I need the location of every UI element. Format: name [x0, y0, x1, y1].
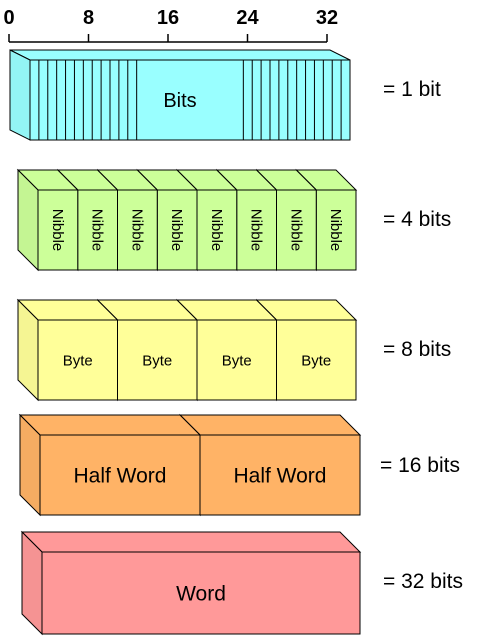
block-label-nibble: Nibble [208, 209, 225, 252]
block-label-byte: Byte [63, 352, 93, 369]
unit-block-front [39, 434, 201, 516]
block-label-nibble: Nibble [128, 209, 145, 252]
equals-label-byte: = 8 bits [383, 338, 451, 361]
block-label-nibble: Nibble [248, 209, 265, 252]
unit-block-front [117, 319, 198, 401]
unit-block-top [18, 414, 202, 436]
unit-block-word: Word [20, 530, 362, 636]
block-label-nibble: Nibble [168, 209, 185, 252]
scale-tick-label: 32 [316, 7, 338, 29]
equals-label-bit: = 1 bit [383, 78, 441, 101]
block-label-byte: Byte [222, 352, 252, 369]
equals-label-nibble: = 4 bits [383, 208, 451, 231]
block-label-byte: Byte [301, 352, 331, 369]
scale-tick-label: 0 [3, 7, 14, 29]
unit-block-front [41, 551, 361, 635]
bits-block-side [9, 49, 31, 141]
unit-block-front [37, 319, 118, 401]
unit-block-front [236, 189, 277, 271]
unit-block-nibble: Nibble [16, 168, 79, 272]
scale-tick-label: 24 [236, 7, 259, 29]
row-word: Word = 32 bits [20, 530, 463, 636]
row-nibble: Nibble Nibble Nibble Nibble Nibble Nibble Nibb… [16, 168, 451, 272]
unit-block-front [199, 434, 361, 516]
block-label-halfword: Half Word [74, 464, 167, 487]
unit-block-front [196, 189, 238, 271]
scale-tick-label: 16 [157, 7, 179, 29]
block-label-nibble: Nibble [49, 209, 66, 252]
scale-tick-label: 8 [83, 7, 94, 29]
unit-block-top [178, 414, 362, 436]
bits-block-top [9, 49, 351, 61]
bit-scale: 0 8 16 24 32 [3, 7, 338, 43]
unit-block-front [315, 189, 357, 271]
unit-block-front [276, 189, 317, 271]
unit-block-halfword: Half Word [18, 413, 202, 517]
unit-block-top [20, 531, 362, 553]
block-label-bits: Bits [163, 90, 196, 112]
row-byte: Byte Byte Byte Byte = 8 bits [16, 298, 451, 402]
equals-label-halfword: = 16 bits [380, 454, 460, 477]
unit-block-halfword: Half Word [178, 413, 362, 517]
equals-label-word: = 32 bits [383, 570, 463, 593]
block-label-byte: Byte [142, 352, 172, 369]
unit-block-front [276, 319, 357, 401]
block-label-nibble: Nibble [287, 209, 304, 252]
block-label-halfword: Half Word [234, 464, 327, 487]
unit-block-byte: Byte [16, 298, 119, 402]
row-halfword: Half Word Half Word = 16 bits [18, 413, 460, 517]
unit-block-front [156, 189, 198, 271]
block-label-nibble: Nibble [327, 209, 344, 252]
unit-block-front [77, 189, 118, 271]
row-bit: Bits = 1 bit [9, 49, 441, 141]
size-rows: Bits= 1 bitNibbleNibbleNibbleNibbleNibbl… [9, 49, 463, 636]
block-label-word: Word [176, 582, 226, 605]
unit-block-front [37, 189, 79, 271]
block-label-nibble: Nibble [89, 209, 106, 252]
